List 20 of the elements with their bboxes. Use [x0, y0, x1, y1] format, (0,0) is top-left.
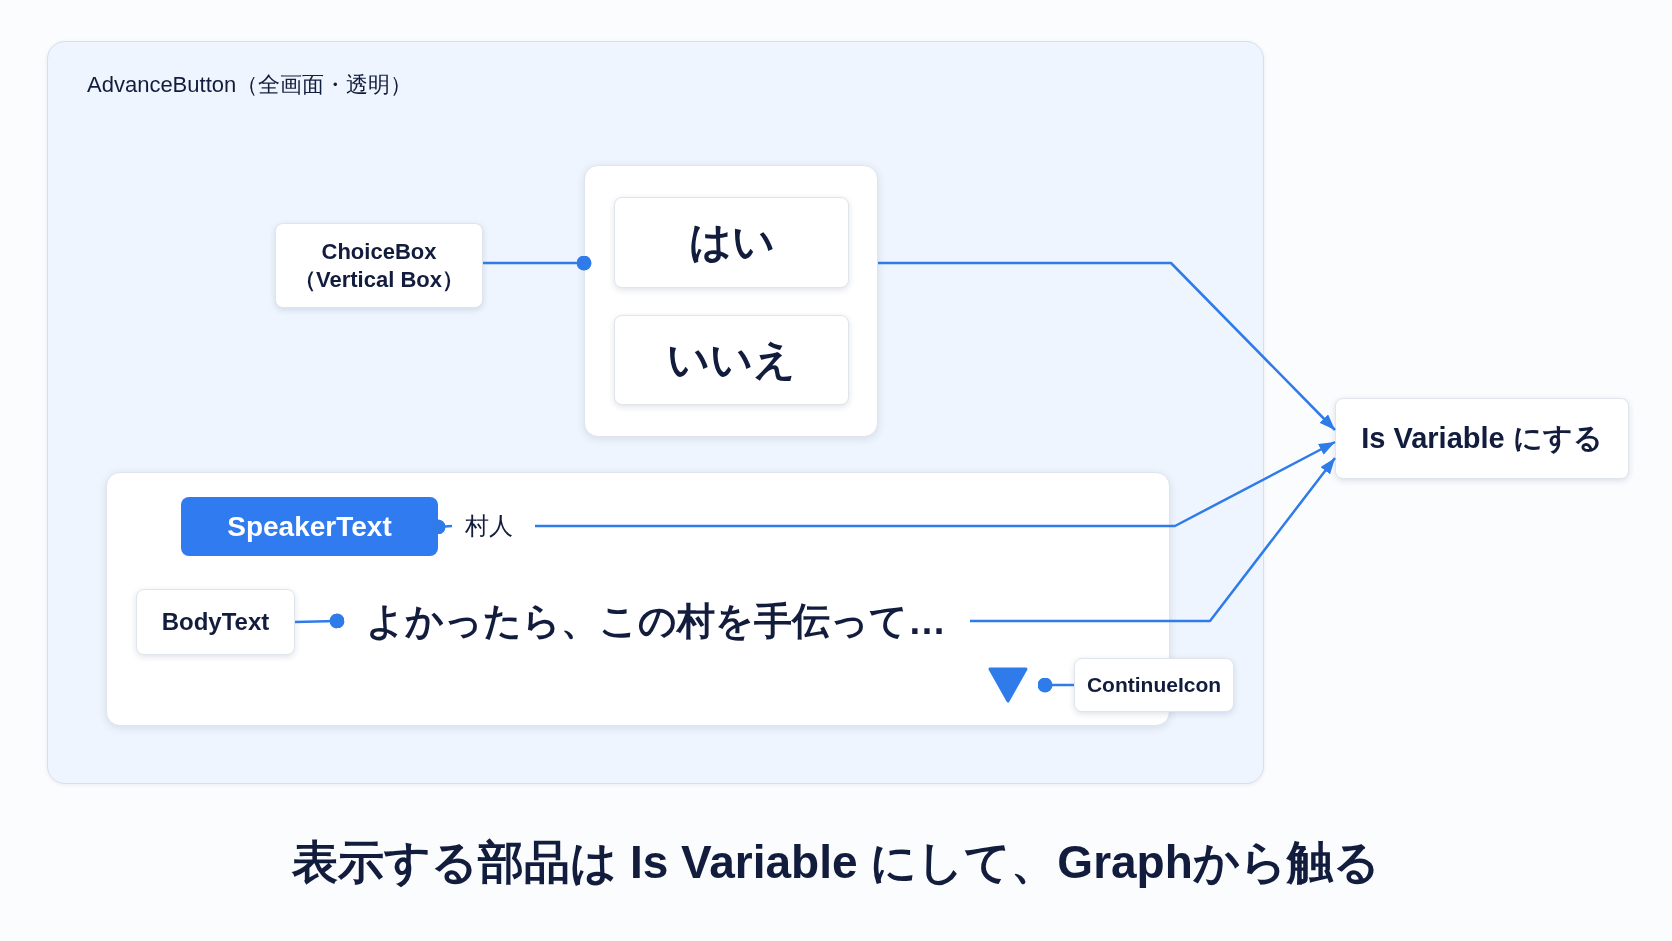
- dialog-text: よかったら、この村を手伝って…: [366, 598, 946, 644]
- choice-button: はい: [614, 197, 849, 288]
- arrow: [535, 440, 1336, 528]
- label-box: ContinueIcon: [1074, 658, 1234, 712]
- panel: [47, 41, 1264, 784]
- leader-line: [1037, 677, 1074, 693]
- choice-panel: [584, 165, 878, 437]
- arrow: [878, 261, 1336, 431]
- speaker-name: 村人: [465, 511, 513, 541]
- label-box: BodyText: [136, 589, 295, 655]
- arrow: [970, 457, 1336, 623]
- leader-line: [430, 519, 453, 535]
- speaker-tag: SpeakerText: [181, 497, 438, 556]
- caption: 表示する部品は Is Variable にして、Graphから触る: [292, 835, 1380, 890]
- leader-line: [294, 613, 345, 629]
- panel-heading: AdvanceButton（全画面・透明）: [87, 71, 413, 99]
- choice-button: いいえ: [614, 315, 849, 405]
- result-box: Is Variable にする: [1335, 398, 1629, 479]
- label-box: ChoiceBox （Vertical Box）: [275, 223, 483, 308]
- leader-line: [483, 255, 592, 271]
